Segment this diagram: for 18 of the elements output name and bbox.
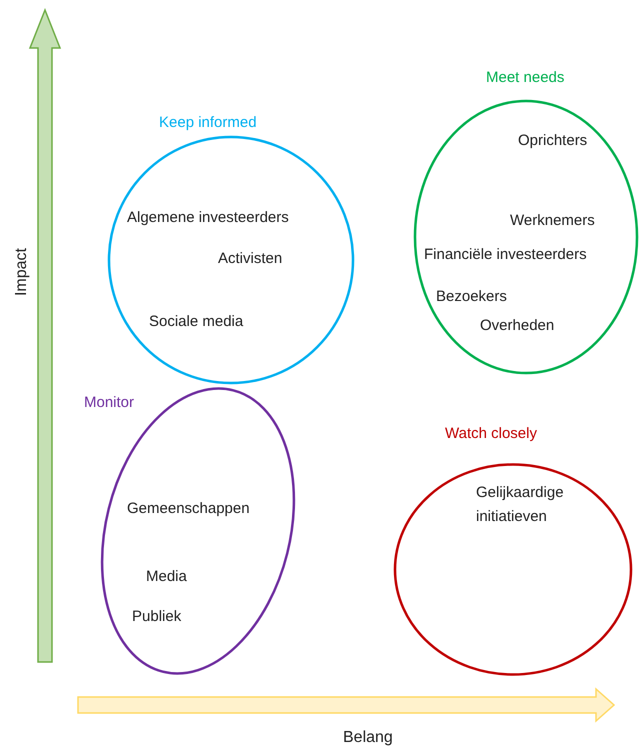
stakeholder-name: Activisten	[218, 249, 282, 269]
stakeholder-name: Oprichters	[518, 131, 588, 151]
stakeholder-name: Gelijkaardige initiatieven	[476, 483, 565, 527]
group-heading: Meet needs	[486, 68, 564, 88]
stakeholder-name: Gemeenschappen	[127, 499, 250, 519]
vertical-axis-label: Impact	[13, 248, 31, 296]
group-heading: Watch closely	[445, 424, 537, 444]
stakeholder-name: Werknemers	[510, 211, 595, 231]
stakeholder-name: Bezoekers	[436, 287, 507, 307]
stakeholder-name: Algemene investeerders	[127, 208, 289, 228]
stakeholder-name: Financiële investeerders	[424, 245, 587, 265]
stakeholder-name: Media	[146, 567, 187, 587]
stakeholder-name: Publiek	[132, 607, 182, 627]
group-heading: Keep informed	[159, 113, 257, 133]
horizontal-axis-label: Belang	[343, 729, 393, 747]
stakeholder-name: Overheden	[480, 316, 554, 336]
group-heading: Monitor	[84, 393, 134, 413]
stakeholder-name: Sociale media	[149, 312, 244, 332]
